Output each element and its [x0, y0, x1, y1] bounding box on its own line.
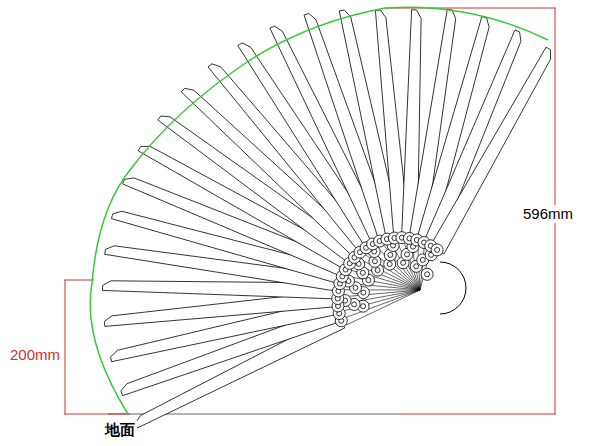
- pivot-outline: [440, 262, 466, 314]
- joint-circle: [352, 302, 357, 307]
- arm-link: [430, 47, 550, 254]
- joint-circle: [401, 260, 406, 265]
- tip-trajectory: [90, 7, 548, 414]
- dimension-line: [64, 280, 94, 281]
- joint-circle: [435, 247, 440, 252]
- joint-circle: [375, 268, 380, 273]
- arm-link: [208, 64, 372, 253]
- joint-circle: [431, 244, 443, 256]
- ground-label: 地面: [103, 421, 137, 439]
- dimension-label: 200mm: [8, 346, 62, 364]
- joint-circle: [353, 285, 358, 290]
- joint-circle: [405, 252, 410, 257]
- joint-circle: [360, 270, 365, 275]
- dimension-line: [65, 280, 66, 414]
- link-positions: [103, 9, 551, 428]
- joint-circle: [366, 278, 371, 283]
- dimension-line: [64, 414, 130, 415]
- joint-circle: [361, 290, 366, 295]
- joint-circle: [388, 252, 393, 257]
- hub-line: [343, 290, 420, 319]
- joint-circle: [425, 272, 430, 277]
- dimension-line: [400, 414, 556, 415]
- joint-circle: [387, 262, 392, 267]
- joint-circle: [414, 264, 419, 269]
- joint-circle: [420, 257, 425, 262]
- joint-circle: [421, 268, 433, 280]
- joint-circle: [361, 304, 366, 309]
- joint-circle: [372, 259, 377, 264]
- dimension-label: 596mm: [521, 205, 575, 223]
